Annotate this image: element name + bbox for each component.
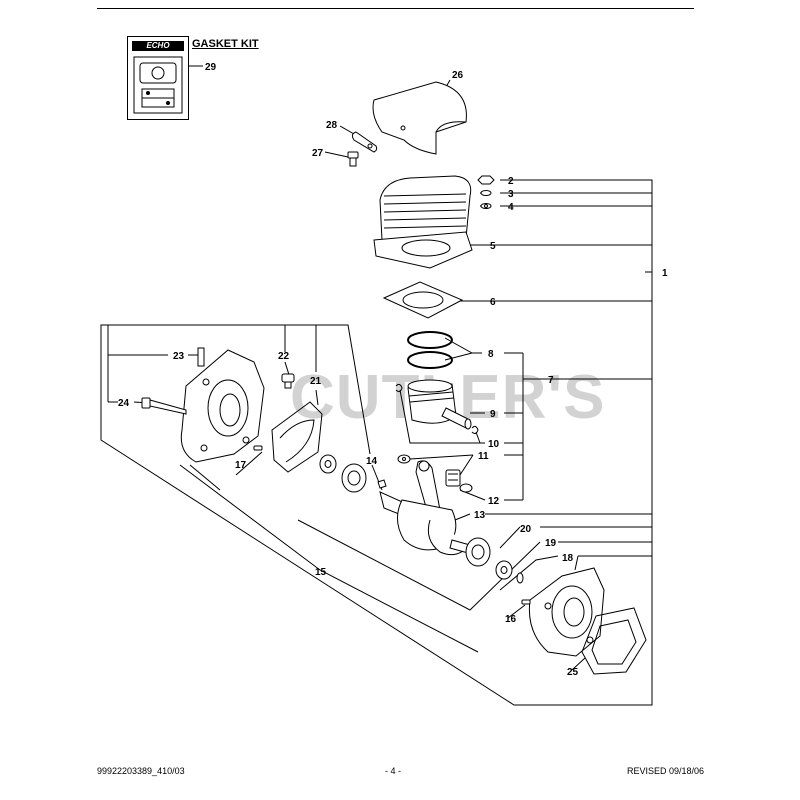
callout-15: 15 <box>315 567 327 578</box>
piston-rings-part <box>407 331 453 369</box>
bearing-right-part <box>465 537 524 584</box>
gasket-kit-illustration <box>133 56 183 114</box>
footer-revision-date: REVISED 09/18/06 <box>626 766 704 776</box>
callout-10: 10 <box>488 439 500 450</box>
bracket-part <box>351 131 378 153</box>
dowel-pin-17 <box>253 445 263 451</box>
callout-4: 4 <box>508 202 514 213</box>
gasket-kit-title: GASKET KIT <box>192 38 259 50</box>
callout-25: 25 <box>567 667 579 678</box>
callout-5: 5 <box>490 241 496 252</box>
screw-part-22 <box>281 373 295 389</box>
cylinder-part <box>373 175 473 269</box>
dowel-pin-16 <box>521 599 531 605</box>
cylinder-gasket-part <box>382 281 464 319</box>
bolt-part <box>141 397 187 415</box>
woodruff-key-part <box>377 479 387 489</box>
crankcase-gasket-left-part <box>271 401 323 473</box>
nut-washer-stack <box>477 175 495 209</box>
piston-pin-part <box>441 407 472 430</box>
leader-bracket-1 <box>100 179 653 706</box>
callout-22: 22 <box>278 351 290 362</box>
piston-clip-part <box>395 383 479 435</box>
callout-3: 3 <box>508 189 514 200</box>
callout-28: 28 <box>326 120 338 131</box>
callout-7: 7 <box>548 375 554 386</box>
callout-18: 18 <box>562 553 574 564</box>
callout-14: 14 <box>366 456 378 467</box>
top-rule <box>97 8 694 9</box>
screw-part-27 <box>347 151 359 167</box>
callout-27: 27 <box>312 148 324 159</box>
callout-16: 16 <box>505 614 517 625</box>
callout-6: 6 <box>490 297 496 308</box>
footer-page-number: - 4 - <box>385 766 402 776</box>
footer-doc-number: 99922203389_410/03 <box>97 766 185 776</box>
callout-2: 2 <box>508 176 514 187</box>
heat-shield-part <box>372 81 467 155</box>
callout-11: 11 <box>478 451 489 462</box>
callout-26: 26 <box>452 70 464 81</box>
callout-1: 1 <box>662 268 668 279</box>
callout-24: 24 <box>118 398 130 409</box>
callout-19: 19 <box>545 538 557 549</box>
callout-21: 21 <box>310 376 322 387</box>
bearing-left-part <box>319 454 367 493</box>
stud-part <box>197 347 205 367</box>
callout-8: 8 <box>488 349 494 360</box>
crankcase-right-part <box>528 567 605 657</box>
callout-9: 9 <box>490 409 496 420</box>
small-end-bearing-part <box>397 454 473 493</box>
callout-17: 17 <box>235 460 247 471</box>
callout-23: 23 <box>173 351 185 362</box>
callout-29: 29 <box>205 62 217 73</box>
leader-bracket-7 <box>522 353 652 380</box>
callout-20: 20 <box>520 524 532 535</box>
crankcase-gasket-right-part <box>581 607 647 675</box>
callout-13: 13 <box>474 510 486 521</box>
callout-12: 12 <box>488 496 500 507</box>
crankcase-left-part <box>180 349 265 463</box>
gasket-kit-box: ECHO <box>127 36 189 120</box>
echo-logo: ECHO <box>132 41 184 51</box>
